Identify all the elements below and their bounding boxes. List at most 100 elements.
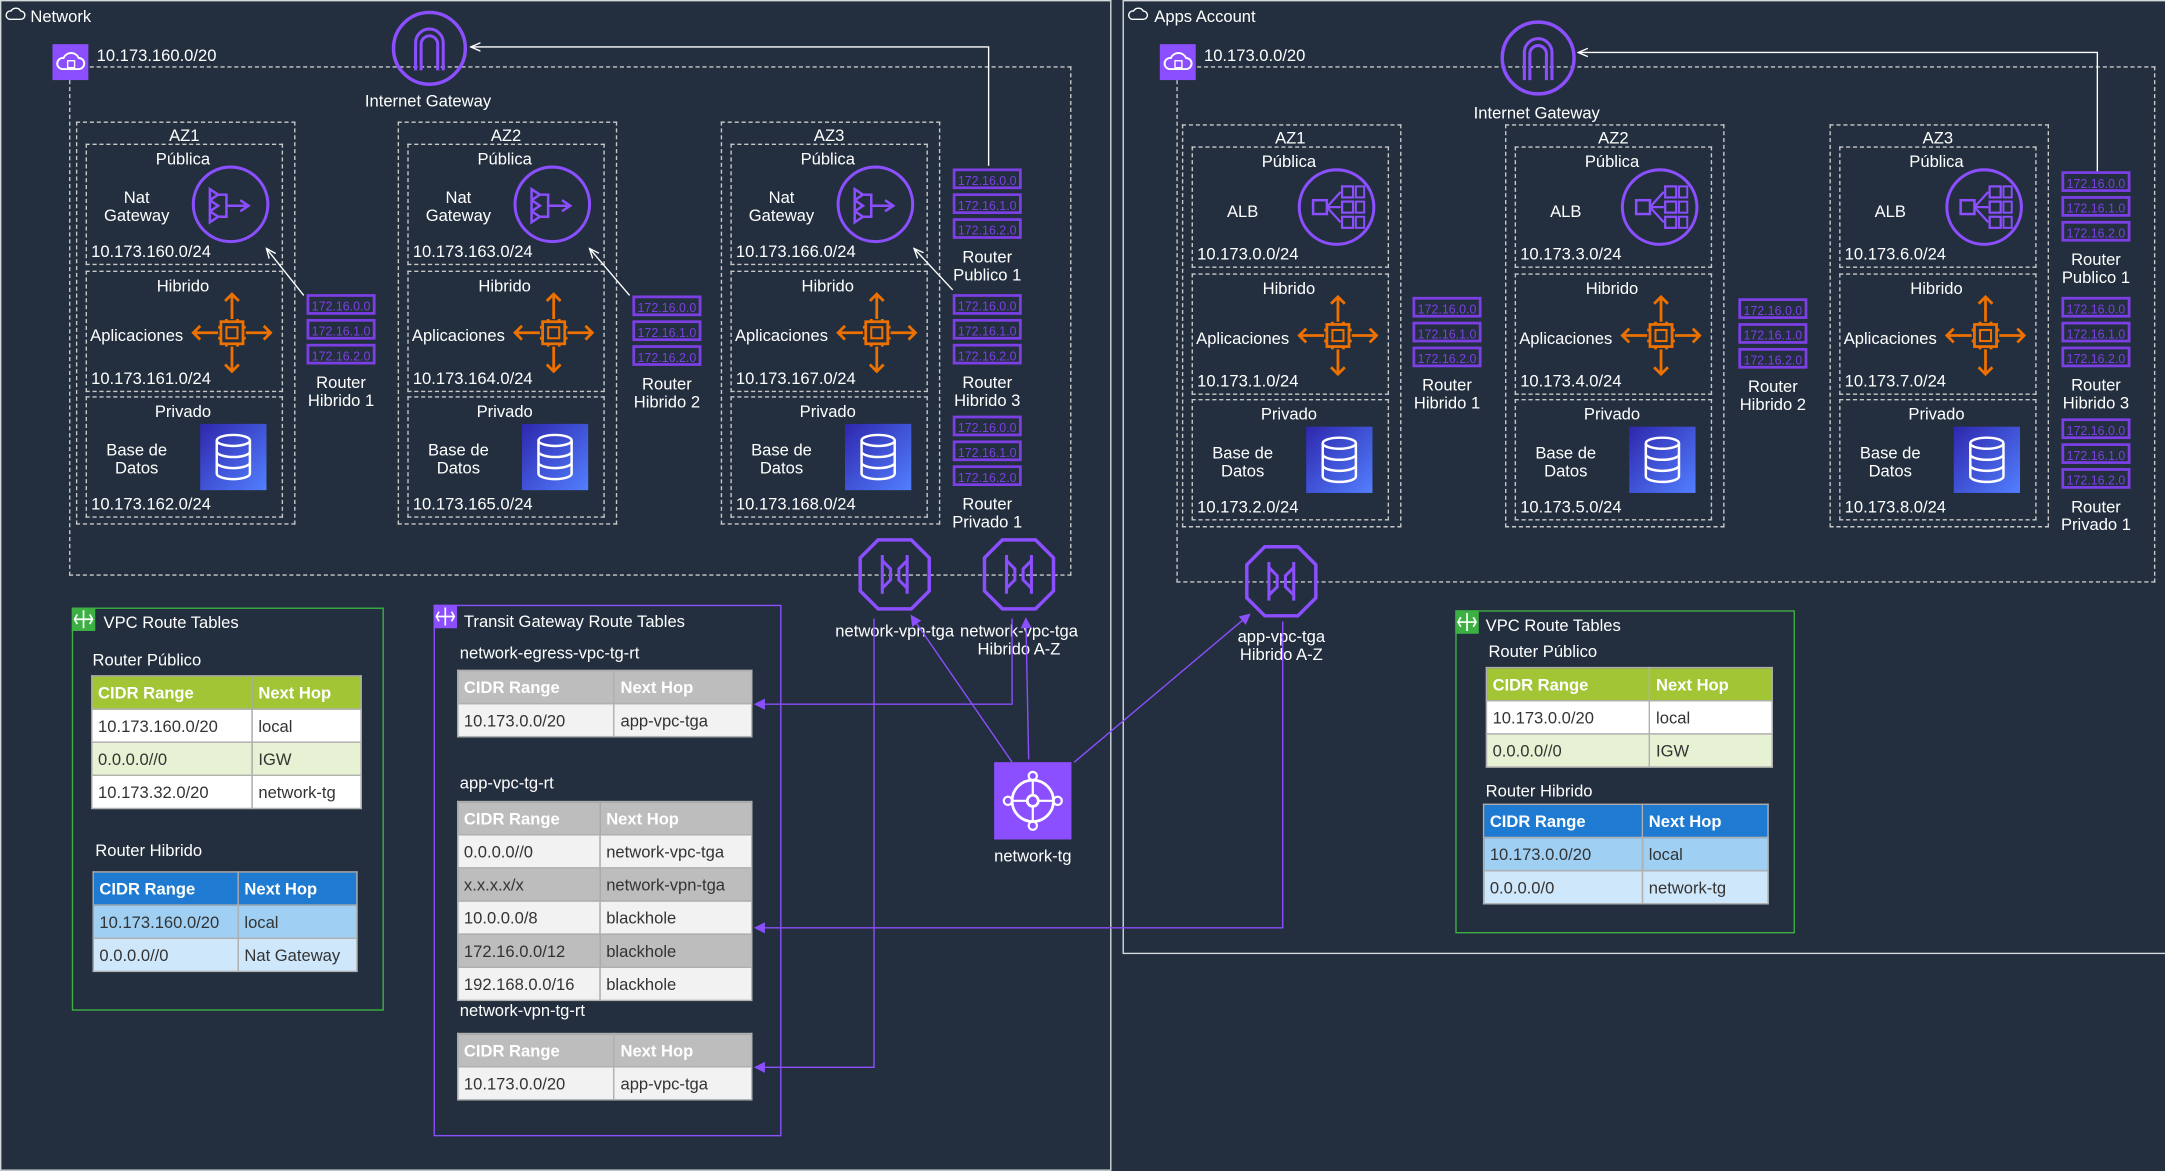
subnet-cidr: 10.173.162.0/24 bbox=[91, 494, 211, 514]
router-row: 172.16.2.0 bbox=[306, 343, 376, 365]
vpc-icon bbox=[52, 44, 89, 81]
router-label: Router Hibrido 1 bbox=[307, 372, 375, 411]
subnet-public bbox=[1191, 146, 1390, 268]
subnet-title: Hibrido bbox=[478, 276, 531, 296]
database-icon bbox=[1306, 426, 1373, 493]
table-cell: 10.173.0.0/20 bbox=[457, 1065, 615, 1101]
network-vpc-cidr: 10.173.160.0/20 bbox=[96, 45, 217, 65]
table-cell: 10.173.0.0/20 bbox=[457, 702, 615, 738]
route-table-icon bbox=[71, 607, 96, 631]
subnet-hybrid bbox=[1191, 273, 1390, 395]
subnet-hybrid bbox=[85, 270, 284, 393]
route-table-router-icon: 172.16.0.0 172.16.1.0 172.16.2.0 bbox=[2061, 296, 2131, 372]
router-label: Router Publico 1 bbox=[953, 247, 1022, 285]
subnet-service: Aplicaciones bbox=[1196, 328, 1290, 348]
router-row: 172.16.1.0 bbox=[2061, 443, 2131, 464]
subnet-title: Pública bbox=[1909, 151, 1964, 172]
column-header: CIDR Range bbox=[457, 669, 615, 705]
network-vpc-route-tables-box bbox=[71, 607, 384, 1011]
subnet-cidr: 10.173.167.0/24 bbox=[735, 368, 856, 388]
router-label: Router Publico 1 bbox=[2061, 249, 2131, 288]
table-cell: blackhole bbox=[599, 933, 753, 968]
az-box bbox=[720, 121, 941, 525]
tg-rt-egress-label: network-egress-vpc-tg-rt bbox=[459, 643, 640, 663]
table-cell: 172.16.0.0/12 bbox=[457, 933, 601, 968]
table-cell: app-vpc-tga bbox=[613, 702, 753, 738]
subnet-title: Hibrido bbox=[1262, 278, 1316, 299]
subnet-private bbox=[407, 396, 605, 518]
internet-gateway-icon bbox=[391, 10, 468, 86]
subnet-cidr: 10.173.1.0/24 bbox=[1197, 371, 1299, 391]
database-icon bbox=[1953, 426, 2021, 493]
tg-route-tables-box bbox=[433, 604, 782, 1137]
router-row: 172.16.0.0 bbox=[2061, 296, 2131, 318]
router-row: 172.16.2.0 bbox=[2061, 346, 2131, 368]
network-tg-label: network-tg bbox=[994, 846, 1072, 866]
subnet-cidr: 10.173.8.0/24 bbox=[1844, 497, 1947, 517]
route-table-icon bbox=[1455, 610, 1479, 634]
table-cell: x.x.x.x/x bbox=[457, 867, 601, 902]
subnet-title: Pública bbox=[477, 149, 532, 169]
subnet-hybrid bbox=[1514, 273, 1713, 395]
router-label: Router Hibrido 3 bbox=[954, 372, 1021, 411]
column-header: CIDR Range bbox=[1485, 666, 1651, 702]
subnet-cidr: 10.173.4.0/24 bbox=[1520, 371, 1622, 391]
database-icon bbox=[200, 423, 267, 491]
router-row: 172.16.1.0 bbox=[952, 318, 1022, 340]
column-header: CIDR Range bbox=[92, 871, 239, 906]
router-row: 172.16.1.0 bbox=[952, 193, 1022, 215]
subnet-service: Base de Datos bbox=[1859, 443, 1921, 481]
subnet-service: ALB bbox=[1874, 201, 1906, 221]
router-row: 172.16.2.0 bbox=[1412, 346, 1482, 368]
subnet-service: Aplicaciones bbox=[734, 325, 829, 346]
subnet-private bbox=[85, 396, 284, 518]
router-label: Router Privado 1 bbox=[2060, 497, 2131, 535]
subnet-service: Base de Datos bbox=[1212, 443, 1274, 481]
router-row: 172.16.1.0 bbox=[2061, 196, 2131, 217]
router-row: 172.16.2.0 bbox=[2061, 468, 2131, 489]
transit-gateway-icon bbox=[994, 762, 1072, 840]
subnet-title: Privado bbox=[476, 401, 533, 422]
table-cell: IGW bbox=[251, 741, 362, 776]
router-row: 172.16.1.0 bbox=[2061, 321, 2131, 343]
column-header: Next Hop bbox=[1649, 666, 1773, 702]
subnet-cidr: 10.173.0.0/24 bbox=[1197, 244, 1299, 264]
column-header: CIDR Range bbox=[457, 1032, 615, 1068]
router-label: Router Hibrido 2 bbox=[1739, 376, 1807, 415]
subnet-public bbox=[85, 143, 284, 266]
subnet-hybrid bbox=[730, 270, 928, 393]
subnet-private bbox=[1514, 399, 1713, 521]
table-cell: network-tg bbox=[1641, 869, 1769, 905]
tg-rt-title: Transit Gateway Route Tables bbox=[463, 611, 685, 631]
subnet-private bbox=[1839, 399, 2037, 521]
router-label: Router Hibrido 2 bbox=[633, 374, 701, 412]
apps-vpc-cidr: 10.173.0.0/20 bbox=[1204, 45, 1306, 65]
subnet-private bbox=[730, 396, 928, 518]
apps-vpc-rt-title: VPC Route Tables bbox=[1485, 615, 1621, 636]
subnet-private bbox=[1191, 399, 1390, 521]
az-box bbox=[1829, 124, 2050, 528]
router-row: 172.16.1.0 bbox=[952, 440, 1022, 462]
router-row: 172.16.0.0 bbox=[2061, 171, 2131, 192]
subnet-service: Aplicaciones bbox=[411, 325, 505, 346]
table-cell: blackhole bbox=[599, 900, 753, 935]
router-label: Router Hibrido 3 bbox=[2062, 375, 2130, 413]
table-cell: 10.0.0.0/8 bbox=[457, 900, 601, 935]
network-rt-public-label: Router Público bbox=[92, 650, 202, 670]
az-name: AZ2 bbox=[490, 125, 522, 145]
table-cell: 10.173.0.0/20 bbox=[1485, 700, 1651, 735]
network-vpc-tga-label: network-vpc-tga Hibrido A-Z bbox=[960, 621, 1078, 659]
router-row: 172.16.0.0 bbox=[952, 294, 1022, 315]
network-rt-hybrid-label: Router Hibrido bbox=[95, 840, 203, 861]
router-row: 172.16.2.0 bbox=[952, 343, 1022, 365]
